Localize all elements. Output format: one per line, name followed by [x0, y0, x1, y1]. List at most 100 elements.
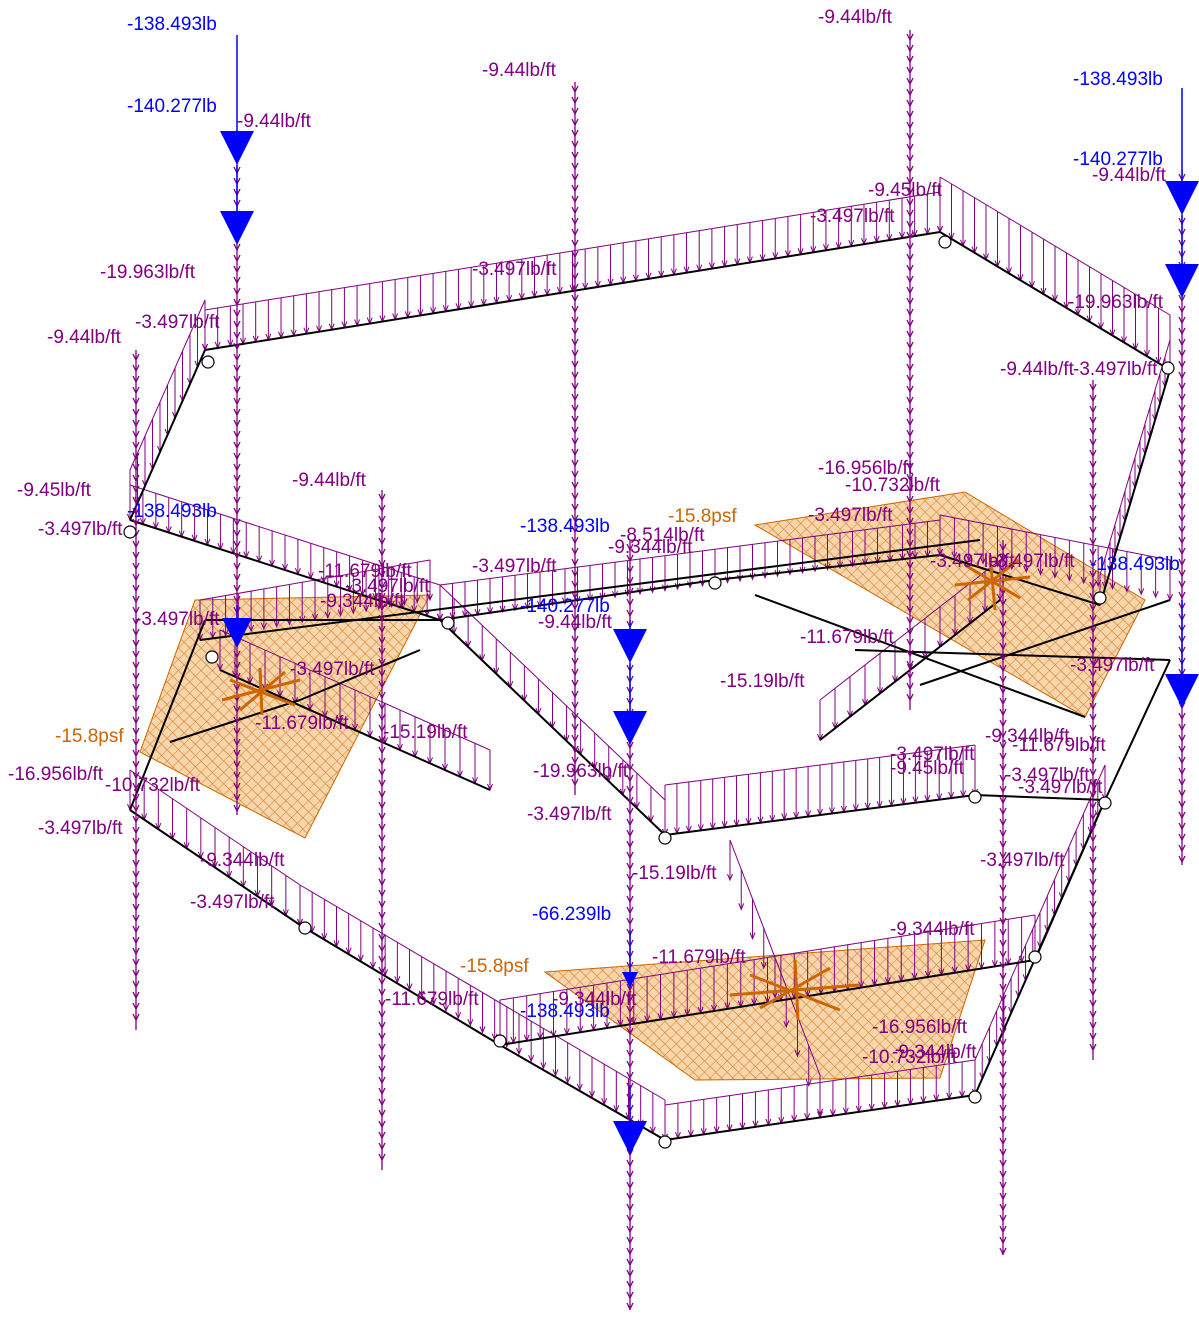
support-node	[441, 616, 455, 630]
column-arrowhead	[132, 716, 140, 725]
column-arrowhead	[378, 746, 386, 755]
column-arrowhead	[1089, 845, 1097, 854]
column-arrowhead	[1178, 591, 1186, 600]
column-arrowhead	[233, 782, 241, 791]
column-arrowhead	[378, 999, 386, 1008]
dist-label: -3.497lb/ft	[1018, 777, 1103, 798]
column-arrowhead	[1178, 481, 1186, 490]
column-arrowhead	[1178, 580, 1186, 589]
load-tick-head	[805, 1079, 812, 1087]
column-arrowhead	[132, 507, 140, 516]
column-arrowhead	[999, 928, 1007, 937]
column-arrowhead	[571, 371, 579, 380]
column-arrowhead	[233, 331, 241, 340]
distributed-load	[937, 176, 1173, 372]
load-tick-head	[812, 565, 818, 573]
column-arrowhead	[999, 1225, 1007, 1234]
support-node	[298, 921, 312, 935]
dist-label: -10.732lb/ft	[862, 1047, 958, 1068]
column-arrowhead	[233, 298, 241, 307]
beam-member	[129, 809, 301, 926]
column-arrowhead	[1178, 723, 1186, 732]
column-arrowhead	[1089, 724, 1097, 733]
column-arrowhead	[571, 283, 579, 292]
column-arrowhead	[378, 790, 386, 799]
column-arrowhead	[1089, 526, 1097, 535]
column-arrowhead	[906, 66, 914, 75]
column-arrowhead	[378, 1131, 386, 1140]
column-arrowhead	[378, 680, 386, 689]
load-tick-head	[406, 983, 413, 991]
column-arrowhead	[999, 1005, 1007, 1014]
column-arrowhead	[132, 353, 140, 362]
column-arrowhead	[132, 606, 140, 615]
column-arrowhead	[906, 242, 914, 251]
column-arrowhead	[626, 565, 634, 574]
column-arrowhead	[1178, 327, 1186, 336]
dist-label: -3.497lb/ft	[135, 312, 220, 333]
column-arrowhead	[132, 727, 140, 736]
column-arrowhead	[378, 636, 386, 645]
column-arrowhead	[132, 749, 140, 758]
column-arrowhead	[999, 1093, 1007, 1102]
column-arrowhead	[571, 712, 579, 721]
load-tick-head	[248, 624, 255, 633]
column-arrowhead	[132, 958, 140, 967]
column-arrowhead	[906, 132, 914, 141]
column-arrowhead	[1089, 988, 1097, 997]
column-arrowhead	[1089, 856, 1097, 865]
column-arrowhead	[132, 738, 140, 747]
dist-label: -9.44lb/ft	[47, 327, 122, 348]
column-arrowhead	[906, 517, 914, 526]
point-load-arrow	[220, 165, 254, 245]
column-arrowhead	[571, 327, 579, 336]
column-arrowhead	[378, 757, 386, 766]
column-arrowhead	[571, 525, 579, 534]
column-arrowhead	[378, 955, 386, 964]
column-arrowhead	[233, 551, 241, 560]
column-arrowhead	[233, 419, 241, 428]
load-tick-head	[587, 594, 593, 602]
column-arrowhead	[132, 474, 140, 483]
load-tick-head	[794, 1050, 801, 1058]
column-arrowhead	[1089, 416, 1097, 425]
dist-label: -9.44lb/ft	[292, 470, 367, 491]
column-arrowhead	[626, 862, 634, 871]
column-arrowhead	[1089, 680, 1097, 689]
column-arrowhead	[626, 1280, 634, 1289]
point-label: -138.493lb	[520, 1001, 610, 1022]
column-arrowhead	[999, 1214, 1007, 1223]
load-tick-head	[299, 616, 306, 624]
column-load	[571, 82, 579, 795]
column-arrowhead	[1178, 294, 1186, 303]
dist-label: -9.344lb/ft	[320, 591, 405, 612]
column-arrowhead	[999, 1236, 1007, 1245]
column-arrowhead	[378, 823, 386, 832]
column-arrowhead	[906, 660, 914, 669]
column-arrowhead	[1089, 702, 1097, 711]
column-arrowhead	[571, 129, 579, 138]
column-arrowhead	[1178, 536, 1186, 545]
column-arrowhead	[1178, 778, 1186, 787]
support-node	[1028, 950, 1042, 964]
column-arrowhead	[906, 561, 914, 570]
dist-label: -9.344lb/ft	[890, 919, 975, 940]
column-arrowhead	[1089, 713, 1097, 722]
column-arrowhead	[1089, 757, 1097, 766]
column-arrowhead	[1089, 636, 1097, 645]
column-arrowhead	[571, 734, 579, 743]
column-arrowhead	[233, 518, 241, 527]
dist-label: -9.344lb/ft	[892, 1042, 977, 1063]
column-arrowhead	[233, 584, 241, 593]
column-arrowhead	[132, 452, 140, 461]
load-tick-head	[467, 1019, 474, 1027]
area-label: -15.8psf	[55, 726, 124, 747]
load-tick-head	[994, 560, 1001, 568]
column-arrowhead	[1089, 746, 1097, 755]
column-arrowhead	[378, 1076, 386, 1085]
column-arrowhead	[132, 375, 140, 384]
column-arrowhead	[1089, 405, 1097, 414]
column-arrowhead	[999, 862, 1007, 871]
column-arrowhead	[1178, 371, 1186, 380]
column-arrowhead	[233, 463, 241, 472]
